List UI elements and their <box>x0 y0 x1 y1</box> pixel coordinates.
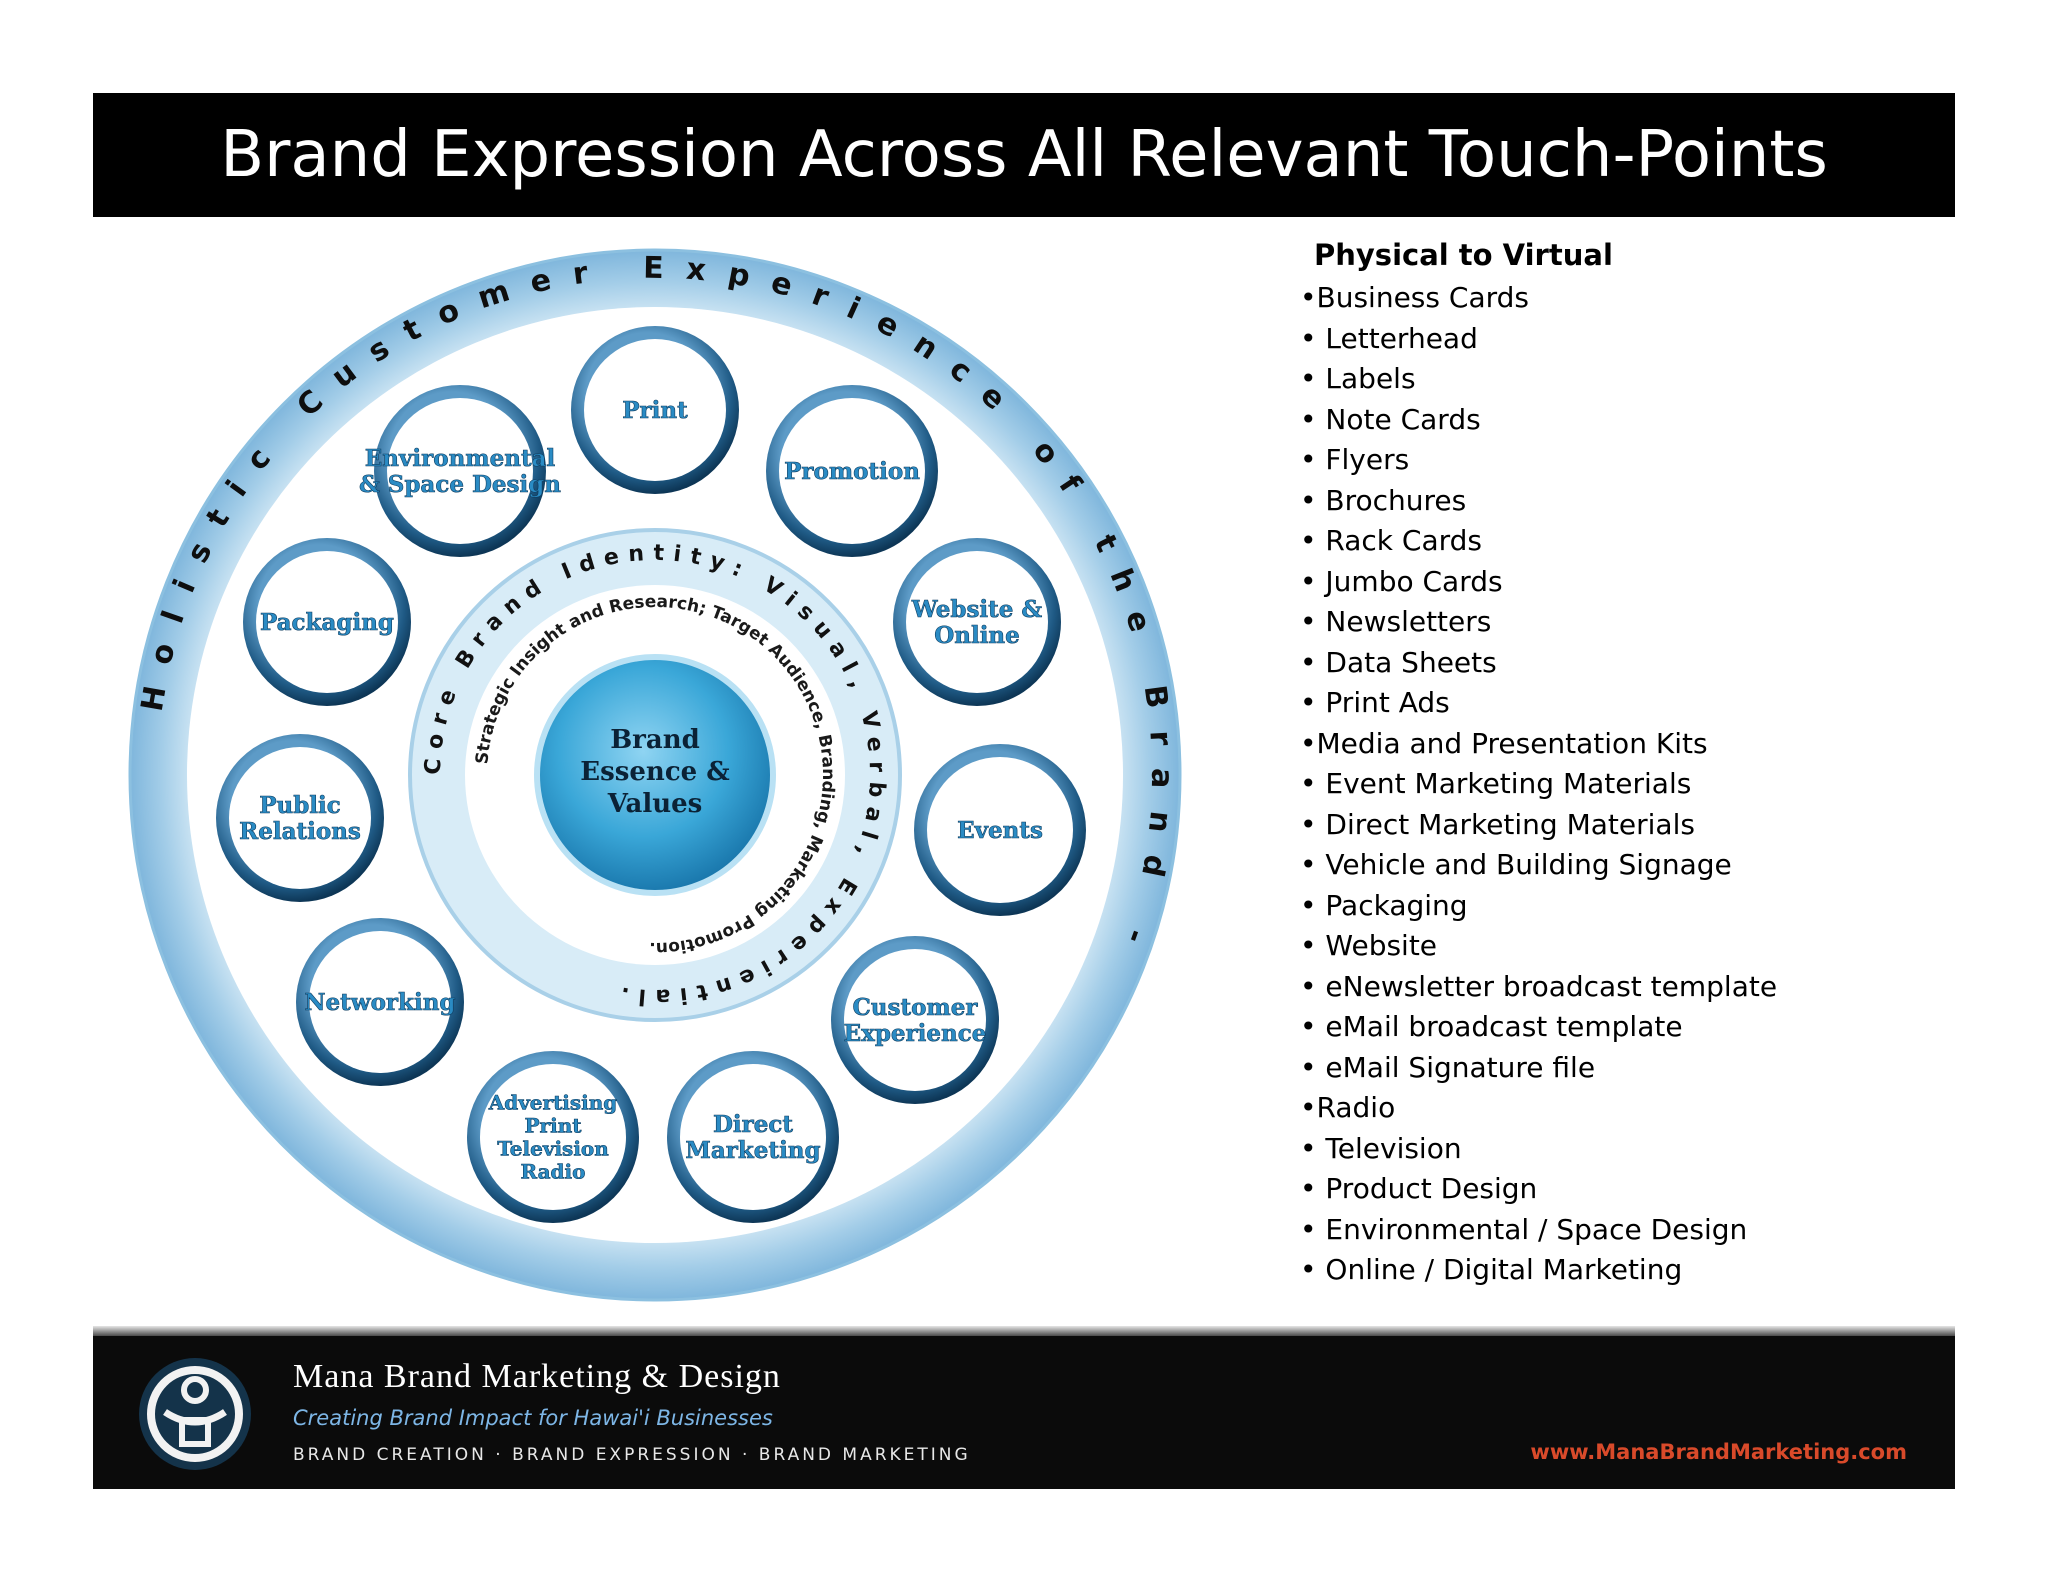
list-item: • Online / Digital Marketing <box>1300 1250 1900 1291</box>
touchpoint-node: Networking <box>296 918 464 1086</box>
list-item: • eNewsletter broadcast template <box>1300 967 1900 1008</box>
footer: Mana Brand Marketing & Design Creating B… <box>93 1336 1955 1489</box>
list-item: • Print Ads <box>1300 683 1900 724</box>
touchpoint-node-label: Marketing <box>685 1137 820 1164</box>
list-item: • Event Marketing Materials <box>1300 764 1900 805</box>
company-services: BRAND CREATION · BRAND EXPRESSION · BRAN… <box>293 1445 971 1465</box>
touchpoint-node-label: Website & <box>911 596 1043 623</box>
list-item: • Website <box>1300 926 1900 967</box>
list-item: • Flyers <box>1300 440 1900 481</box>
touchpoint-node-label: Print <box>622 397 688 424</box>
page-title: Brand Expression Across All Relevant Tou… <box>220 118 1828 192</box>
list-item: •Radio <box>1300 1088 1900 1129</box>
list-item: • Television <box>1300 1129 1900 1170</box>
touchpoint-node: Events <box>914 744 1086 916</box>
list-item: • Labels <box>1300 359 1900 400</box>
center-line: Values <box>607 789 703 819</box>
footer-divider <box>93 1326 1955 1336</box>
list-item: • eMail Signature file <box>1300 1048 1900 1089</box>
touchpoint-node: Website &Online <box>893 538 1061 706</box>
touchpoint-node: Print <box>571 326 739 494</box>
title-banner: Brand Expression Across All Relevant Tou… <box>93 93 1955 217</box>
touchpoint-node-label: Print <box>525 1114 583 1138</box>
center-line: Essence & <box>580 757 729 787</box>
list-item: • Data Sheets <box>1300 643 1900 684</box>
list-item: • Newsletters <box>1300 602 1900 643</box>
touchpoint-heading: Physical to Virtual <box>1314 232 1900 278</box>
touchpoint-node-label: Networking <box>304 989 455 1016</box>
touchpoint-node-label: Radio <box>521 1160 586 1184</box>
mana-logo-icon <box>135 1354 255 1474</box>
list-item: • Jumbo Cards <box>1300 562 1900 603</box>
touchpoint-node-label: Events <box>957 817 1043 844</box>
touchpoint-node-label: Television <box>497 1137 609 1161</box>
touchpoint-node-label: & Space Design <box>359 471 561 498</box>
touchpoint-node-label: Online <box>934 622 1020 649</box>
touchpoint-node: Promotion <box>766 385 938 557</box>
touchpoint-node-label: Promotion <box>784 458 920 485</box>
website-link[interactable]: www.ManaBrandMarketing.com <box>1530 1440 1907 1464</box>
touchpoint-node: Packaging <box>243 538 411 706</box>
list-item: • Direct Marketing Materials <box>1300 805 1900 846</box>
list-item: • Note Cards <box>1300 400 1900 441</box>
touchpoint-node-label: Direct <box>713 1111 793 1138</box>
company-name: Mana Brand Marketing & Design <box>293 1358 781 1396</box>
brand-touchpoint-diagram: Holistic Customer Experience of the Bran… <box>100 220 1210 1330</box>
list-item: • eMail broadcast template <box>1300 1007 1900 1048</box>
touchpoint-node-label: Experience <box>844 1020 987 1047</box>
touchpoint-node-label: Environmental <box>365 445 556 472</box>
list-item: •Business Cards <box>1300 278 1900 319</box>
touchpoint-node-label: Relations <box>239 818 361 845</box>
touchpoint-list: Physical to Virtual •Business Cards • Le… <box>1300 232 1900 1291</box>
touchpoint-node-label: Public <box>259 792 341 819</box>
list-item: • Rack Cards <box>1300 521 1900 562</box>
list-item: • Brochures <box>1300 481 1900 522</box>
list-item: • Packaging <box>1300 886 1900 927</box>
touchpoint-node-label: Packaging <box>260 609 394 636</box>
touchpoint-node-label: Advertising <box>488 1091 618 1115</box>
list-item: •Media and Presentation Kits <box>1300 724 1900 765</box>
touchpoint-node-label: Customer <box>852 994 978 1021</box>
list-item: • Vehicle and Building Signage <box>1300 845 1900 886</box>
list-item: • Product Design <box>1300 1169 1900 1210</box>
company-tagline: Creating Brand Impact for Hawai'i Busine… <box>293 1406 773 1430</box>
touchpoint-items: •Business Cards • Letterhead • Labels • … <box>1300 278 1900 1291</box>
list-item: • Letterhead <box>1300 319 1900 360</box>
center-line: Brand <box>610 725 700 755</box>
list-item: • Environmental / Space Design <box>1300 1210 1900 1251</box>
